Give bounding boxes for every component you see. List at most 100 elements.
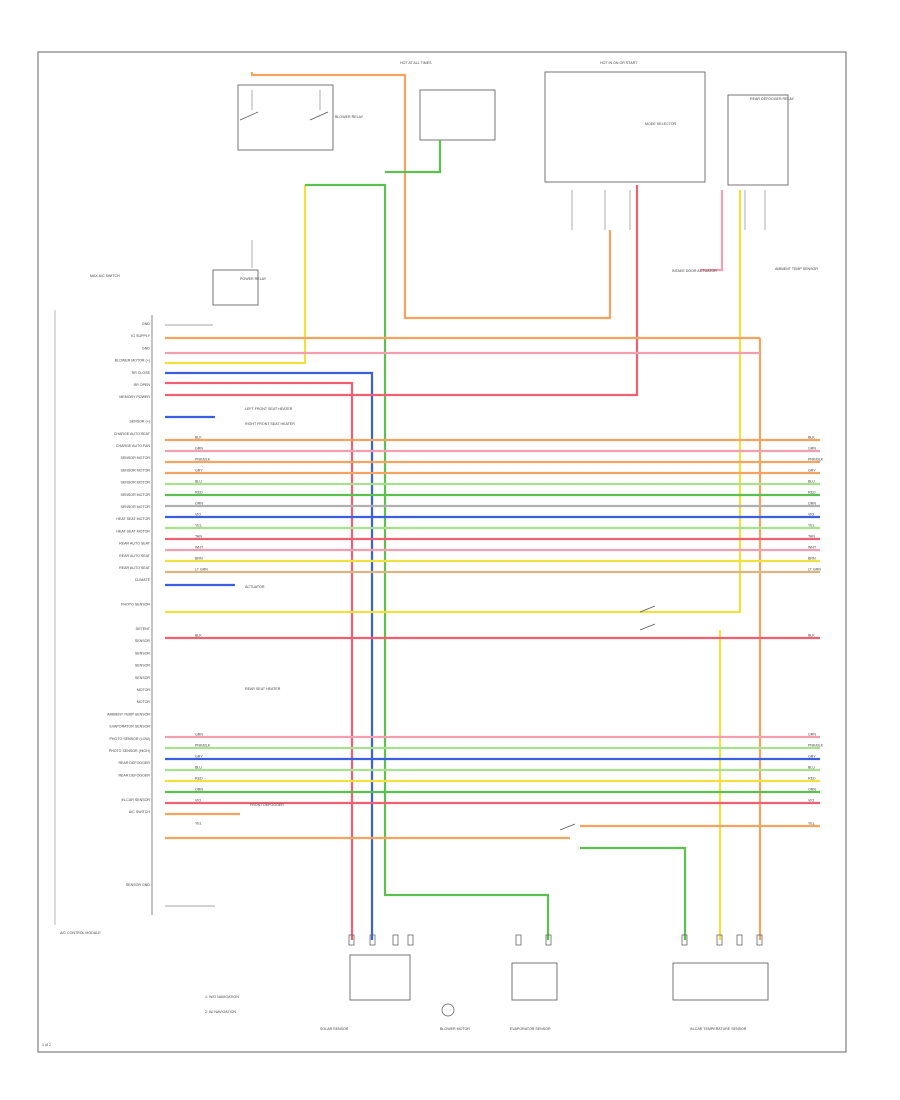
wire-code: TAN <box>808 535 815 539</box>
wire-code: BLU <box>808 766 815 770</box>
component-label: POWER RELAY <box>240 277 267 281</box>
pin-label: HEAT SEAT MOTOR <box>116 529 150 533</box>
note-1: 1: W/O NAVIGATION <box>205 995 239 999</box>
pin-label: REAR DEFOGGER <box>118 773 150 777</box>
wire-code: WHT <box>195 546 204 550</box>
pin-label: BLOWER MOTOR (+) <box>115 359 150 363</box>
pin-label: SENSOR GND <box>126 883 151 887</box>
wire-code: BRN <box>808 557 816 561</box>
pin-label: GND <box>142 346 150 350</box>
wire-code: YEL <box>808 524 815 528</box>
wire-code: ORN <box>195 502 203 506</box>
pin-label: SENSOR (+) <box>129 420 150 424</box>
component-label: AMBIENT TEMP SENSOR <box>775 267 818 271</box>
pin-label: MEMORY POWER <box>119 395 150 399</box>
sensor-box-top <box>212 269 259 306</box>
wire-code: VIO <box>808 799 814 803</box>
pin-label: GND <box>142 322 150 326</box>
pin-label: REAR AUTO SEAT <box>119 554 151 558</box>
diagram-frame <box>37 51 847 1053</box>
right-actuator-box <box>511 962 558 1001</box>
wire-code: GRY <box>195 469 203 473</box>
wire-code: GRN <box>808 733 816 737</box>
pin-label: MOTOR <box>137 700 151 704</box>
pin-label: RR OPEN <box>134 383 151 387</box>
pin-label: A/C SWITCH <box>129 810 151 814</box>
wire-code: BLU <box>195 766 202 770</box>
bottom-pins <box>348 934 763 946</box>
component-label: IN-CAR TEMPERATURE SENSOR <box>690 1027 747 1031</box>
pin-label: REAR DEFOGGER <box>118 761 150 765</box>
component-label: EVAPORATOR SENSOR <box>510 1027 551 1031</box>
green-bottom-right <box>580 846 687 940</box>
wire-code: YEL <box>195 524 202 528</box>
pin-labels: GND IG SUPPLY GND BLOWER MOTOR (+) RR CLOSE R… <box>107 322 151 887</box>
component-label: MODE SELECTOR <box>645 122 676 126</box>
component-label: HOT AT ALL TIMES <box>400 61 432 65</box>
pin-label: REAR AUTO SEAT <box>119 542 151 546</box>
pink-relay <box>700 190 724 272</box>
component-label: BLOWER MOTOR <box>440 1027 470 1031</box>
wire-code: BLK <box>808 634 815 638</box>
pin-label: CHARGE AUTO SEAT <box>114 432 151 436</box>
pin-label: SENSOR <box>135 651 151 655</box>
pin-label: SENSOR MOTOR <box>121 456 151 460</box>
pin-label: SENSOR <box>135 639 151 643</box>
wire-code: BLU <box>195 480 202 484</box>
pin-label: SENSOR MOTOR <box>121 481 151 485</box>
wire-code: BLK <box>195 634 202 638</box>
component-label: REAR SEAT HEATER <box>245 687 281 691</box>
component-label: ACTUATOR <box>245 585 265 589</box>
wire-code: RED <box>195 491 203 495</box>
component-label: BLOWER RELAY <box>335 115 364 119</box>
pin-label: DETENT <box>136 627 151 631</box>
pin-label: IG SUPPLY <box>131 334 150 338</box>
pin-label: REAR AUTO SEAT <box>119 566 151 570</box>
component-label: HOT IN ON OR START <box>600 61 638 65</box>
junction-block <box>544 71 706 183</box>
switch-symbols <box>239 111 656 831</box>
pin-label: MOTOR <box>137 688 151 692</box>
pin-label: HEAT SEAT MOTOR <box>116 517 150 521</box>
wire-code: GRY <box>808 469 816 473</box>
wire-code: ORN <box>808 788 816 792</box>
pin-label: PHOTO SENSOR <box>121 603 150 607</box>
wire-code: VIO <box>195 799 201 803</box>
pin-label: SENSOR <box>135 664 151 668</box>
ground-symbol <box>441 1003 455 1017</box>
wire-code: WHT <box>808 546 817 550</box>
component-label: MAX A/C SWITCH <box>90 274 120 278</box>
wire-code: LT GRN <box>808 568 821 572</box>
wire-code: RED <box>195 777 203 781</box>
pin-label: CHARGE AUTO FAN <box>116 444 150 448</box>
wire-code: PNK/BLK <box>808 744 824 748</box>
green-trunk <box>305 183 550 940</box>
pin-label: RR CLOSE <box>132 371 151 375</box>
yellow-relay <box>165 190 742 614</box>
wire-code: BLU <box>808 480 815 484</box>
wire-code: VIO <box>808 513 814 517</box>
red-trunk <box>165 381 354 940</box>
wire-code: GRY <box>808 755 816 759</box>
component-label: FRONT DEFOGGER <box>250 803 284 807</box>
wire-code: PNK/BLK <box>808 458 824 462</box>
wire-code: GRN <box>195 733 203 737</box>
wire-code: YEL <box>808 822 815 826</box>
pin-label: AMBIENT TEMP SENSOR <box>107 712 150 716</box>
footer-code: 1 of 2 <box>42 1043 51 1047</box>
wire-code: BLK <box>195 436 202 440</box>
pin-label: SENSOR MOTOR <box>121 468 151 472</box>
wire-code: RED <box>808 491 816 495</box>
wire-code: TAN <box>195 535 202 539</box>
wire-code-labels: BLK BLK GRN GRN PNK/BLK PNK/BLK GRY GRY BLU BLU RE… <box>195 436 824 826</box>
wire-code: LT GRN <box>195 568 208 572</box>
component-label: SOLAR SENSOR <box>320 1027 349 1031</box>
component-label: LEFT FRONT SEAT HEATER <box>245 407 293 411</box>
yellow-trunk <box>165 185 307 365</box>
component-label: A/C CONTROL MODULE <box>60 931 101 935</box>
wire-code: RED <box>808 777 816 781</box>
connector-marks <box>251 90 766 268</box>
rear-defogger-relay-box <box>727 94 789 186</box>
